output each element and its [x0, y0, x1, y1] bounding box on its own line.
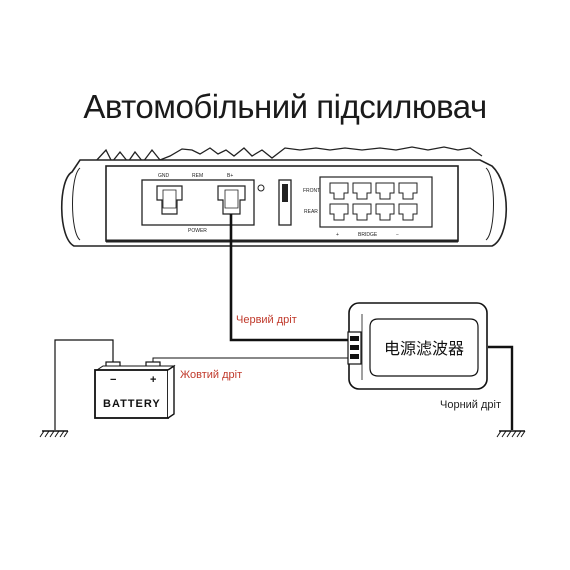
amplifier-left-endcap	[72, 167, 81, 241]
amplifier-heatsink-fins	[94, 146, 483, 164]
bridge-label: BRIDGE	[358, 232, 378, 238]
bridge-plus: +	[336, 232, 339, 238]
black-wire	[488, 345, 514, 430]
battery: − + BATTERY	[94, 361, 176, 419]
amplifier: GND REM B+ POWER FRONT REAR BRIDGE + −	[60, 146, 507, 247]
battery-plus-sign: +	[150, 374, 157, 386]
terminal-label-gnd: GND	[158, 173, 170, 179]
battery-ground-wire	[54, 339, 114, 430]
speaker-terminal-3	[375, 182, 395, 200]
speaker-terminal-7	[375, 203, 395, 221]
speaker-terminal-5	[329, 203, 349, 221]
amplifier-knob	[257, 184, 265, 192]
power-filter: 电源滤波器	[347, 302, 488, 390]
power-label: POWER	[188, 228, 207, 234]
battery-minus-sign: −	[110, 374, 117, 386]
power-filter-inner-panel	[369, 318, 479, 377]
yellow-wire	[152, 357, 350, 367]
front-label: FRONT	[303, 188, 320, 194]
black-wire-label: Чорний дріт	[440, 399, 501, 411]
yellow-wire-label: Жовтий дріт	[180, 369, 242, 381]
diagram-title: Автомобільний підсилювач	[83, 88, 487, 125]
speaker-terminal-2	[352, 182, 372, 200]
amplifier-right-endcap	[485, 167, 494, 241]
bridge-minus: −	[396, 232, 399, 238]
right-ground-icon	[496, 430, 526, 438]
red-wire-label: Червий дріт	[236, 314, 297, 326]
speaker-terminal-4	[398, 182, 418, 200]
power-filter-label: 电源滤波器	[384, 339, 464, 358]
terminal-label-rem: REM	[192, 173, 203, 179]
speaker-terminal-6	[352, 203, 372, 221]
red-wire	[229, 214, 350, 342]
speaker-terminals	[329, 182, 418, 221]
battery-label: BATTERY	[103, 398, 161, 410]
left-ground-icon	[39, 430, 69, 438]
speaker-terminal-1	[329, 182, 349, 200]
rear-label: REAR	[304, 209, 318, 215]
speaker-terminal-8	[398, 203, 418, 221]
terminal-label-bplus: B+	[227, 173, 233, 179]
